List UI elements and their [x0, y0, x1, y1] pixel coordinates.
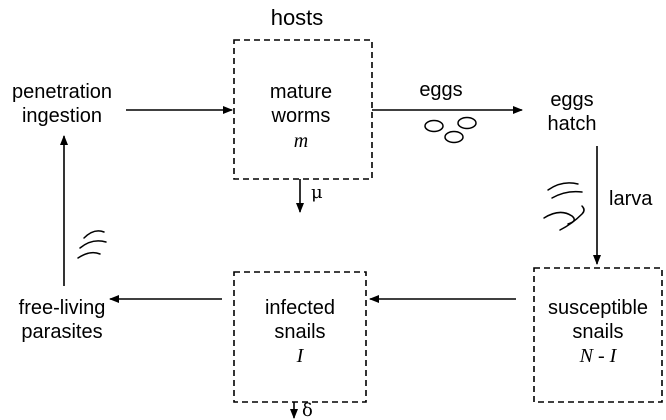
mature-worms-label-line2: worms: [271, 105, 331, 127]
penetration-label: penetration: [12, 81, 112, 103]
mature-worms-label-line1: mature: [270, 81, 332, 103]
mature-worms-node: mature worms m: [233, 39, 373, 180]
infected-snails-variable: I: [296, 345, 305, 367]
susceptible-snails-node: susceptible snails N - I: [533, 267, 663, 403]
infected-snails-label-line2: snails: [274, 321, 325, 343]
ingestion-label: ingestion: [22, 105, 102, 127]
eggs-hatch-node: eggs hatch: [548, 89, 597, 135]
egg-icon: [424, 116, 477, 144]
larva-icon: [543, 182, 585, 231]
free-living-label: free-living: [19, 297, 106, 319]
parasites-label: parasites: [21, 321, 102, 343]
susceptible-snails-variable: N - I: [579, 345, 618, 367]
parasite-icon: [77, 230, 107, 259]
infected-snails-box: [233, 271, 367, 403]
susceptible-snails-box: [533, 267, 663, 403]
mu-label: μ: [311, 182, 323, 203]
hosts-title: hosts: [271, 5, 324, 30]
mature-worms-variable: m: [294, 130, 308, 152]
penetration-ingestion-node: penetration ingestion: [12, 81, 112, 127]
susceptible-snails-label-line1: susceptible: [548, 297, 648, 319]
larva-edge-label: larva: [609, 188, 653, 210]
delta-label: δ: [302, 400, 313, 420]
infected-snails-label-line1: infected: [265, 297, 335, 319]
eggs-edge-label: eggs: [419, 79, 462, 101]
eggs-hatch-label-line1: eggs: [550, 89, 593, 111]
infected-snails-node: infected snails I: [233, 271, 367, 403]
free-living-parasites-node: free-living parasites: [19, 297, 106, 343]
mature-worms-box: [233, 39, 373, 180]
eggs-hatch-label-line2: hatch: [548, 113, 597, 135]
susceptible-snails-label-line2: snails: [572, 321, 623, 343]
